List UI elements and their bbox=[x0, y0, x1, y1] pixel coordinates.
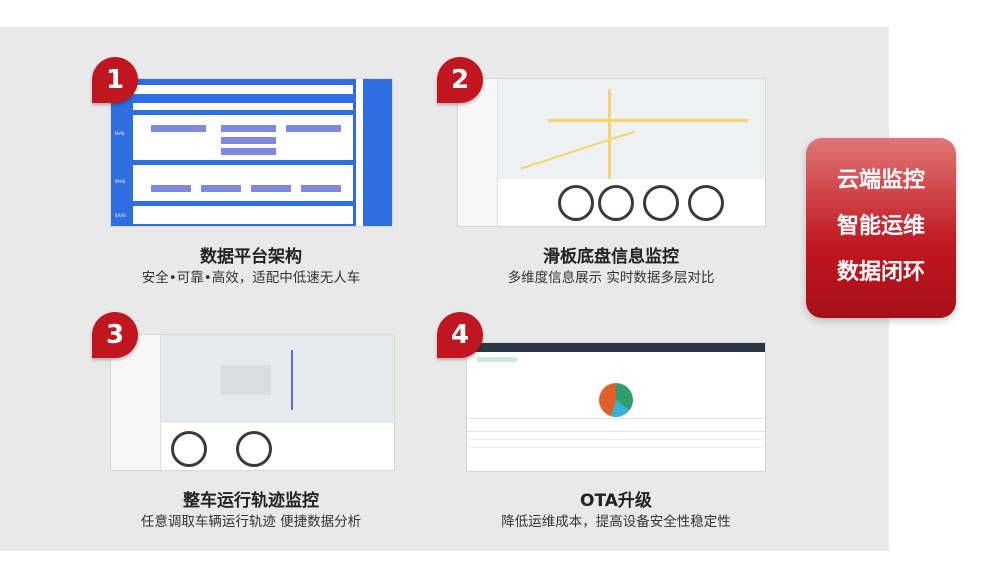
ota-upgrade-screenshot bbox=[466, 342, 766, 472]
iaas-label: IAAS bbox=[115, 131, 125, 136]
paas-label: PAAS bbox=[115, 179, 126, 184]
trajectory-monitor-screenshot bbox=[110, 334, 395, 471]
highlight-box: 云端监控 智能运维 数据闭环 bbox=[806, 138, 956, 318]
card-title: 数据平台架构 bbox=[200, 247, 302, 267]
card-number-badge: 3 bbox=[92, 312, 138, 358]
saas-label: SAAS bbox=[115, 213, 126, 218]
data-platform-screenshot: IAAS PAAS SAAS bbox=[110, 78, 393, 227]
card-subtitle: 安全•可靠•高效，适配中低速无人车 bbox=[141, 270, 361, 286]
card-subtitle: 降低运维成本，提高设备安全性稳定性 bbox=[501, 514, 731, 530]
card-number-badge: 2 bbox=[437, 57, 483, 103]
card-subtitle: 任意调取车辆运行轨迹 便捷数据分析 bbox=[140, 514, 362, 530]
card-number-badge: 4 bbox=[437, 312, 483, 358]
card-title: 滑板底盘信息监控 bbox=[543, 247, 679, 267]
card-subtitle: 多维度信息展示 实时数据多层对比 bbox=[507, 270, 715, 286]
card-number-badge: 1 bbox=[92, 57, 138, 103]
highlight-line: 数据闭环 bbox=[836, 260, 925, 285]
highlight-line: 智能运维 bbox=[836, 214, 925, 239]
card-title: 整车运行轨迹监控 bbox=[183, 491, 319, 511]
card-title: OTA升级 bbox=[580, 491, 652, 511]
highlight-line: 云端监控 bbox=[836, 168, 925, 193]
chassis-monitor-screenshot bbox=[457, 78, 766, 227]
